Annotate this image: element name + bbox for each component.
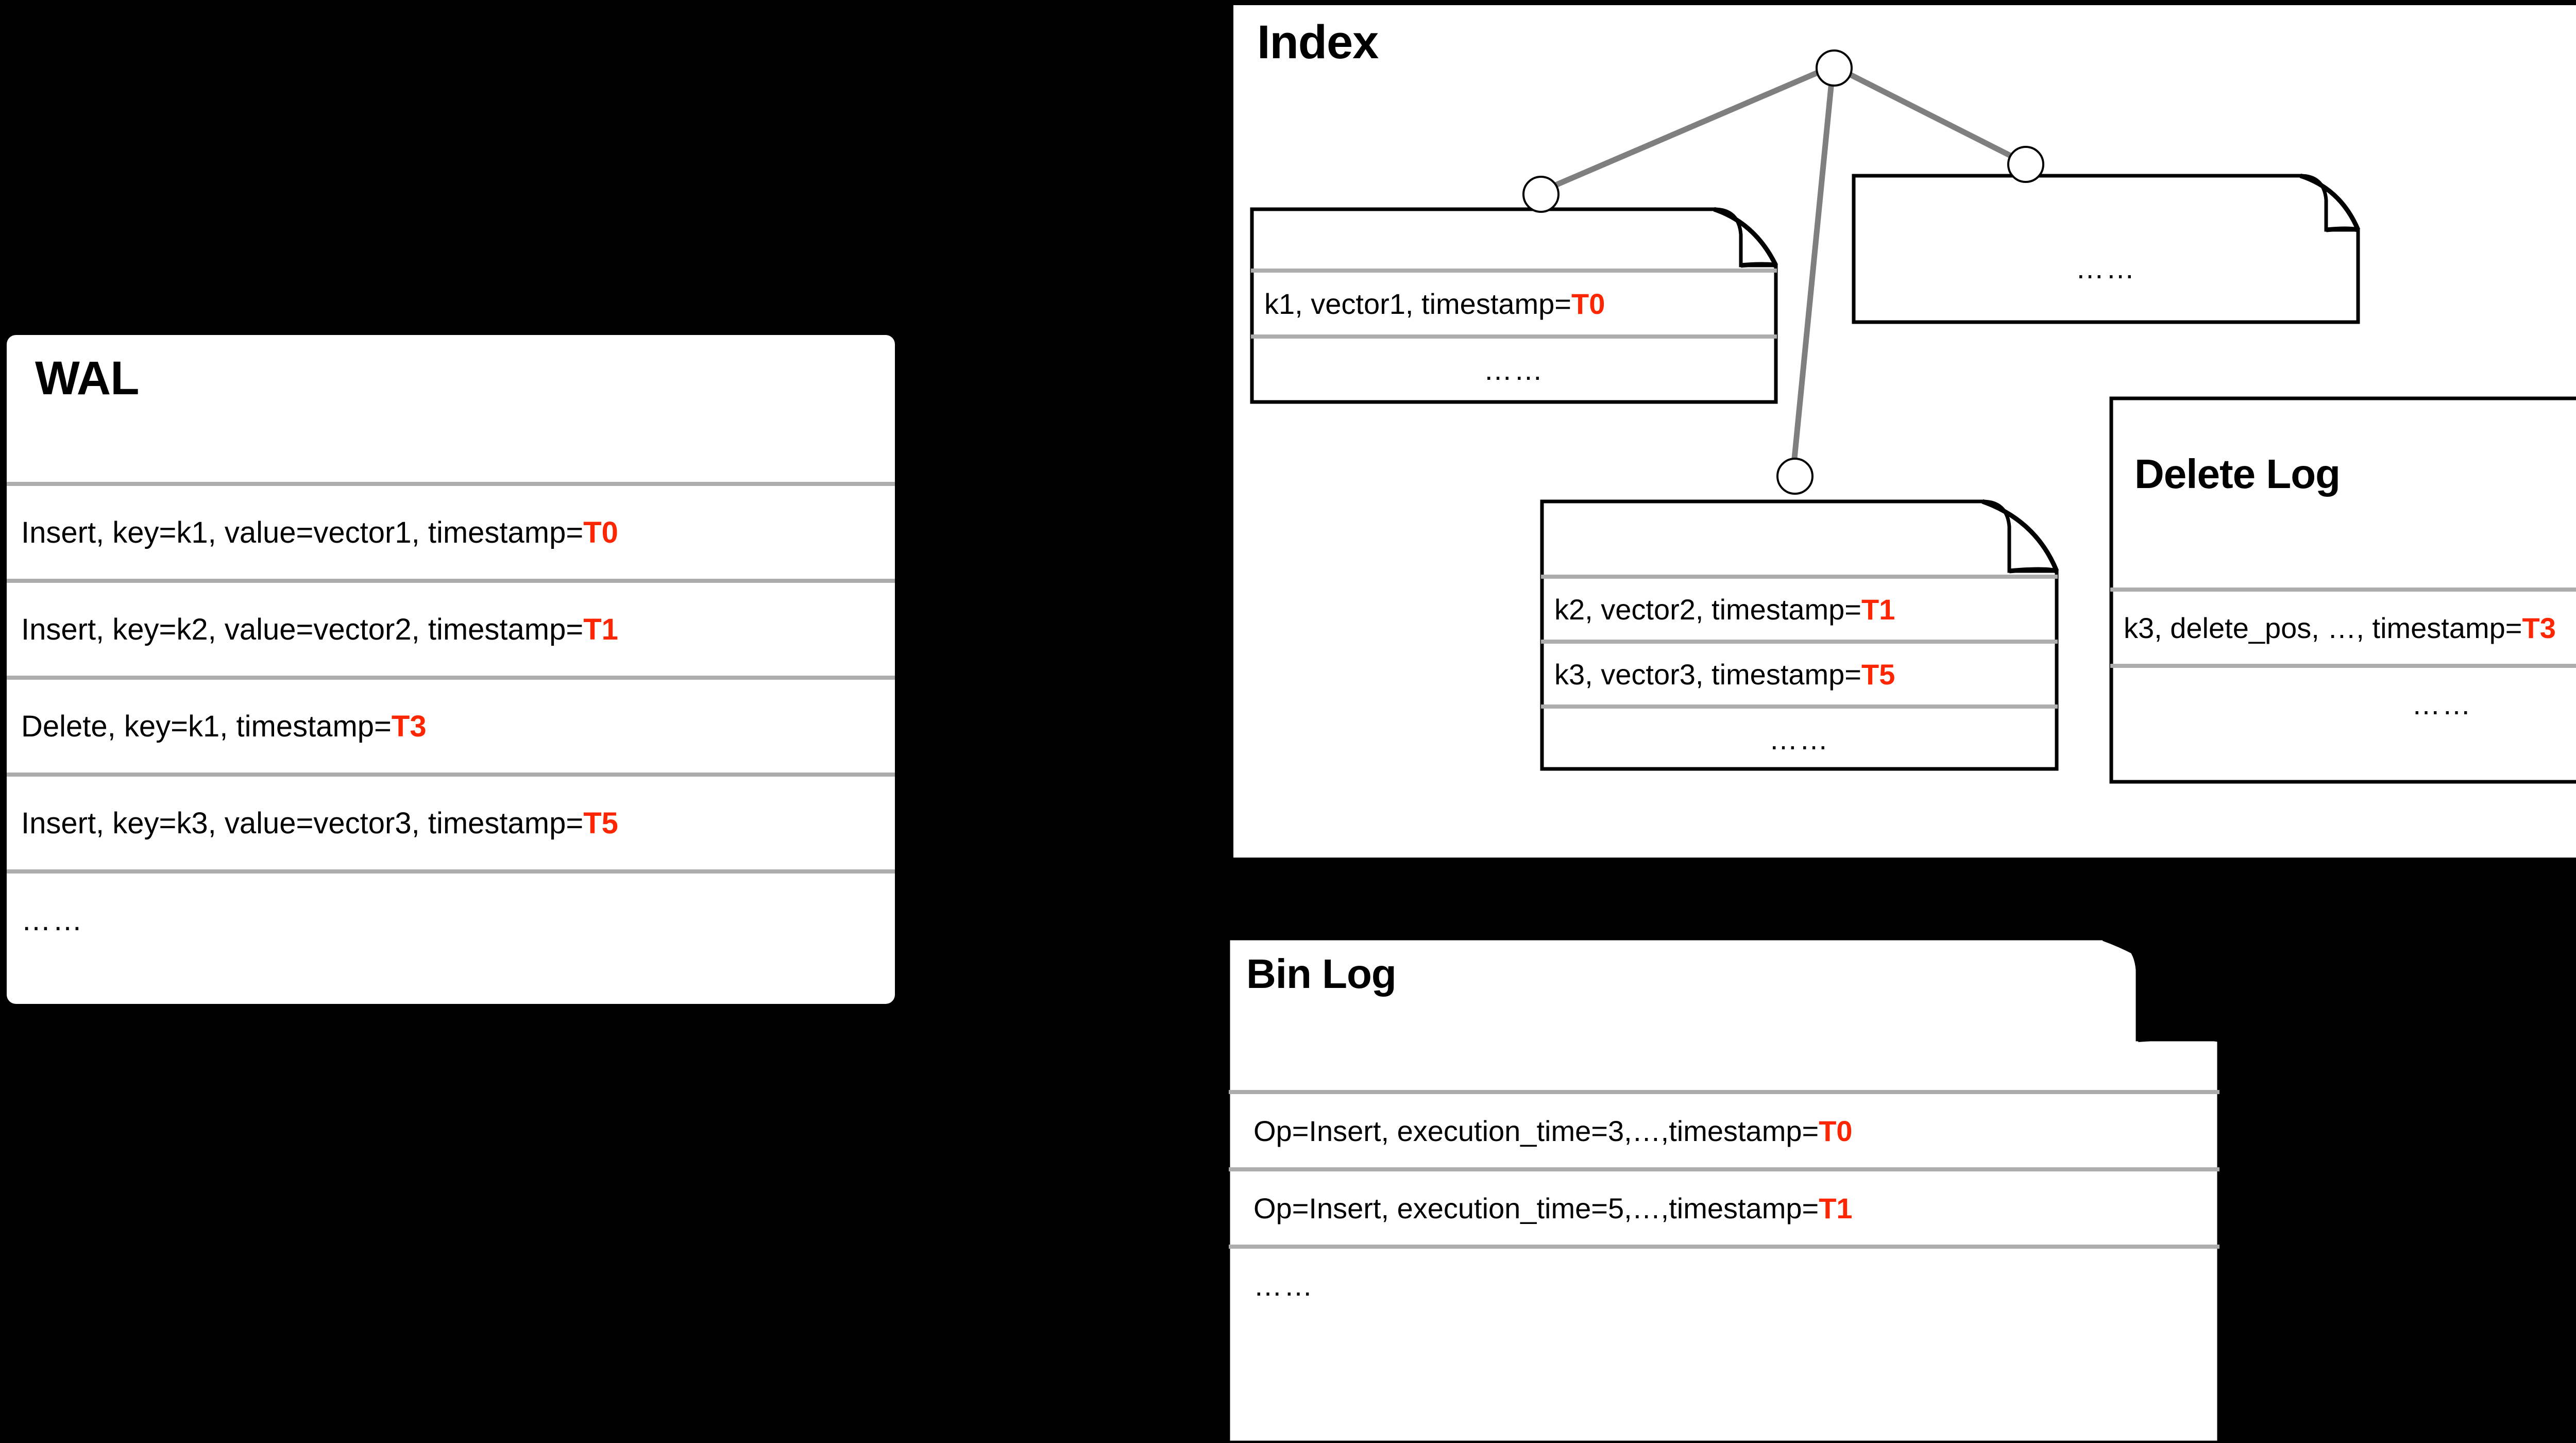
tree-root-node — [1816, 49, 1853, 87]
bin-log-card: Bin Log Op=Insert, execution_time=3,…,ti… — [1225, 935, 2223, 1443]
index-leaf-node-right: …… — [1852, 173, 2361, 324]
index-title: Index — [1257, 16, 1379, 69]
leaf-row-ellipsis: …… — [1251, 334, 1777, 400]
delete-log-row-list: k3, delete_pos, …, timestamp=T3 …… — [2110, 588, 2576, 740]
wal-row-text: …… — [21, 903, 84, 937]
leaf-row-ellipsis: …… — [2075, 252, 2137, 284]
delete-log-row: k3, delete_pos, …, timestamp=T3 — [2110, 588, 2576, 664]
bin-log-row-text: …… — [1253, 1269, 1314, 1302]
index-leaf-node-middle: k2, vector2, timestamp=T1 k3, vector3, t… — [1540, 499, 2059, 771]
leaf-row-text: k1, vector1, timestamp=T0 — [1264, 287, 1605, 320]
leaf-row: k2, vector2, timestamp=T1 — [1541, 575, 2058, 640]
wal-title: WAL — [35, 352, 139, 405]
leaf-row-text: k3, vector3, timestamp=T5 — [1554, 658, 1895, 691]
tree-child-node-left — [1522, 176, 1560, 213]
wal-row-text: Insert, key=k1, value=vector1, timestamp… — [21, 515, 618, 549]
leaf-row-text: k2, vector2, timestamp=T1 — [1554, 593, 1895, 626]
delete-log-row-ellipsis: …… — [2110, 664, 2576, 740]
wal-row-text: Insert, key=k3, value=vector3, timestamp… — [21, 806, 618, 840]
bin-log-row-ellipsis: …… — [1229, 1245, 2219, 1322]
wal-row: Insert, key=k2, value=vector2, timestamp… — [7, 579, 895, 676]
document-shape — [1852, 173, 2361, 324]
leaf-middle-row-list: k2, vector2, timestamp=T1 k3, vector3, t… — [1541, 575, 2058, 769]
delete-log-card: Delete Log k3, delete_pos, …, timestamp=… — [2109, 396, 2576, 784]
document-shape — [1225, 935, 2223, 1443]
leaf-row: k3, vector3, timestamp=T5 — [1541, 640, 2058, 704]
bin-log-row-list: Op=Insert, execution_time=3,…,timestamp=… — [1229, 1090, 2219, 1322]
tree-child-node-middle — [1776, 458, 1814, 495]
index-leaf-node-left: k1, vector1, timestamp=T0 …… — [1250, 207, 1778, 404]
bin-log-row: Op=Insert, execution_time=5,…,timestamp=… — [1229, 1167, 2219, 1245]
index-panel: Index k1, vector1, timestamp=T0 …… …… — [1233, 5, 2576, 858]
wal-row-ellipsis: …… — [7, 869, 895, 966]
wal-row-list: Insert, key=k1, value=vector1, timestamp… — [7, 482, 895, 966]
leaf-row-ellipsis: …… — [1541, 704, 2058, 769]
leaf-left-row-list: k1, vector1, timestamp=T0 …… — [1251, 269, 1777, 400]
document-shape — [1540, 499, 2059, 771]
leaf-row-text: …… — [1769, 723, 1830, 756]
leaf-row-text: …… — [1483, 353, 1545, 386]
delete-log-row-text: k3, delete_pos, …, timestamp=T3 — [2124, 611, 2556, 644]
wal-card: WAL Insert, key=k1, value=vector1, times… — [7, 335, 895, 1004]
bin-log-row-text: Op=Insert, execution_time=5,…,timestamp=… — [1253, 1192, 1853, 1224]
leaf-row: k1, vector1, timestamp=T0 — [1251, 269, 1777, 334]
wal-row-text: Delete, key=k1, timestamp=T3 — [21, 709, 427, 743]
wal-row: Insert, key=k1, value=vector1, timestamp… — [7, 482, 895, 579]
bin-log-title: Bin Log — [1246, 951, 1397, 997]
bin-log-row-text: Op=Insert, execution_time=3,…,timestamp=… — [1253, 1114, 1853, 1147]
delete-log-title: Delete Log — [2134, 451, 2341, 497]
bin-log-row: Op=Insert, execution_time=3,…,timestamp=… — [1229, 1090, 2219, 1167]
delete-log-row-text: …… — [2412, 687, 2472, 720]
wal-row: Insert, key=k3, value=vector3, timestamp… — [7, 773, 895, 869]
tree-child-node-right — [2007, 146, 2044, 183]
wal-row-text: Insert, key=k2, value=vector2, timestamp… — [21, 612, 618, 646]
wal-row: Delete, key=k1, timestamp=T3 — [7, 676, 895, 773]
document-shape — [1250, 207, 1778, 404]
